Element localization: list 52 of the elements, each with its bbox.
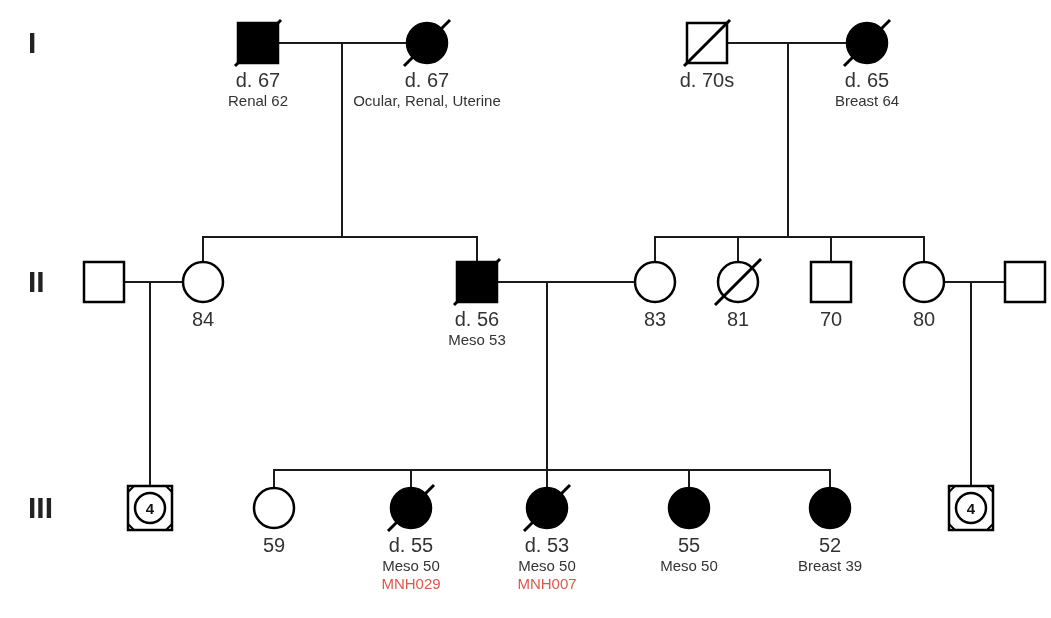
female-symbol (844, 20, 890, 66)
female-symbol (807, 485, 853, 531)
age-label: 83 (643, 307, 667, 331)
male-symbol (454, 259, 500, 305)
age-label: d. 70s (679, 68, 735, 92)
female-symbol (901, 259, 947, 305)
female-symbol (632, 259, 678, 305)
count-number: 4 (966, 499, 976, 517)
diagnosis-label: Breast 64 (834, 92, 900, 110)
diagnosis-label: Breast 39 (797, 557, 863, 575)
generation-label: III (28, 493, 53, 523)
female-symbol (666, 485, 712, 531)
age-label: 80 (912, 307, 936, 331)
multiple-individuals-symbol (127, 485, 173, 531)
count-number: 4 (145, 499, 155, 517)
sample-id: MNH007 (517, 575, 577, 593)
age-label: d. 67 (404, 68, 450, 92)
age-label: d. 53 (524, 533, 570, 557)
sample-id: MNH029 (381, 575, 441, 593)
multiple-individuals-symbol (948, 485, 994, 531)
diagnosis-label: Meso 50 (660, 557, 718, 575)
diagnosis-label: Meso 50 (518, 557, 576, 575)
age-label: 84 (191, 307, 215, 331)
diagnosis-label: Renal 62 (227, 92, 288, 110)
age-label: d. 65 (844, 68, 890, 92)
female-symbol (404, 20, 450, 66)
male-symbol (684, 20, 730, 66)
male-symbol (81, 259, 127, 305)
diagnosis-label: Meso 50 (382, 557, 440, 575)
female-symbol (180, 259, 226, 305)
age-label: d. 55 (388, 533, 434, 557)
male-symbol (808, 259, 854, 305)
age-label: 70 (819, 307, 843, 331)
age-label: 81 (726, 307, 750, 331)
age-label: 55 (677, 533, 701, 557)
diagnosis-label: Ocular, Renal, Uterine (353, 92, 501, 110)
male-symbol (235, 20, 281, 66)
female-symbol (524, 485, 570, 531)
female-symbol (251, 485, 297, 531)
male-symbol (1002, 259, 1048, 305)
descent-line (341, 42, 478, 263)
generation-label: II (28, 267, 45, 297)
partner-line (943, 281, 1006, 283)
age-label: d. 56 (454, 307, 500, 331)
descent-line (787, 42, 925, 263)
age-label: 59 (262, 533, 286, 557)
diagnosis-label: Meso 53 (448, 331, 506, 349)
generation-label: I (28, 28, 37, 58)
age-label: 52 (818, 533, 842, 557)
female-symbol (715, 259, 761, 305)
age-label: d. 67 (235, 68, 281, 92)
female-symbol (388, 485, 434, 531)
